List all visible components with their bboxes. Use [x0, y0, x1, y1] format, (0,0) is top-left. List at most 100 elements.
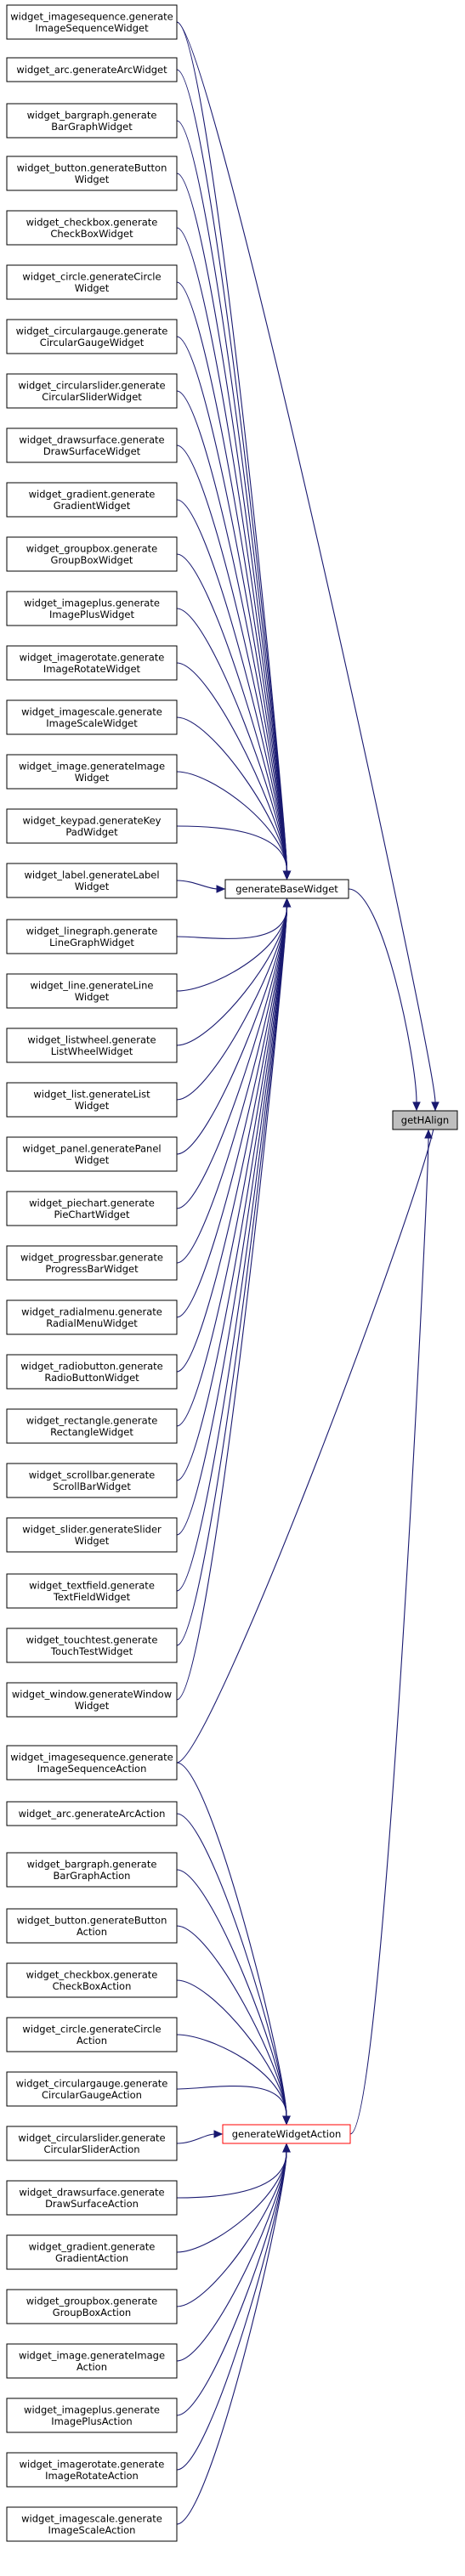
node-w7[interactable]: widget_circularslider.generateCircularSl… — [6, 373, 178, 409]
edge-w15-base — [176, 825, 288, 872]
node-box-n_getHAlign — [392, 1110, 458, 1130]
node-box-w13 — [6, 699, 178, 735]
node-box-a0 — [6, 1745, 178, 1781]
node-label-w4-1: CheckBoxWidget — [50, 228, 133, 240]
node-w12[interactable]: widget_imagerotate.generateImageRotateWi… — [6, 645, 178, 681]
node-label-a14-1: ImageScaleAction — [48, 2524, 136, 2536]
node-label-a12-1: ImagePlusAction — [51, 2415, 132, 2427]
node-label-w29-0: widget_textfield.generate — [29, 1579, 155, 1591]
edge-base-getHAlign — [348, 888, 417, 1103]
edge-w14-base — [176, 771, 288, 872]
node-label-w16-1: Widget — [75, 880, 110, 892]
node-box-a13 — [6, 2452, 178, 2488]
node-w24[interactable]: widget_radialmenu.generateRadialMenuWidg… — [6, 1299, 178, 1335]
edge-a7-action — [176, 2133, 216, 2144]
node-label-a10-1: GroupBoxAction — [53, 2307, 131, 2318]
node-a1[interactable]: widget_arc.generateArcAction — [6, 1801, 178, 1826]
node-a7[interactable]: widget_circularslider.generateCircularSl… — [6, 2126, 178, 2161]
node-box-a1 — [6, 1801, 178, 1826]
node-box-w17 — [6, 919, 178, 954]
node-label-a0-0: widget_imagesequence.generate — [10, 1751, 173, 1763]
node-w13[interactable]: widget_imagescale.generateImageScaleWidg… — [6, 699, 178, 735]
node-w8[interactable]: widget_drawsurface.generateDrawSurfaceWi… — [6, 427, 178, 463]
node-label-a6-0: widget_circulargauge.generate — [16, 2077, 168, 2089]
node-w1[interactable]: widget_arc.generateArcWidget — [6, 57, 178, 82]
edge-w19-base — [176, 906, 288, 1046]
node-label-n_base-0: generateBaseWidget — [235, 883, 338, 895]
node-box-a4 — [6, 1962, 178, 1998]
node-n_action[interactable]: generateWidgetAction — [222, 2124, 351, 2144]
node-box-w10 — [6, 536, 178, 572]
node-label-w5-1: Widget — [75, 282, 110, 294]
node-n_getHAlign[interactable]: getHAlign — [392, 1110, 458, 1130]
node-label-a8-0: widget_drawsurface.generate — [19, 2186, 164, 2198]
node-label-w10-1: GroupBoxWidget — [51, 554, 133, 566]
node-label-w26-1: RectangleWidget — [50, 1426, 133, 1438]
node-label-w21-0: widget_panel.generatePanel — [22, 1142, 161, 1154]
node-label-a7-1: CircularSliderAction — [43, 2143, 139, 2155]
node-w6[interactable]: widget_circulargauge.generateCircularGau… — [6, 319, 178, 354]
edge-a14-action-arrowhead — [282, 2143, 291, 2153]
node-label-a6-1: CircularGaugeAction — [42, 2089, 142, 2101]
edge-a5-action — [176, 2034, 287, 2117]
node-label-w20-0: widget_list.generateList — [33, 1088, 150, 1100]
node-a14[interactable]: widget_imagescale.generateImageScaleActi… — [6, 2506, 178, 2542]
node-a13[interactable]: widget_imagerotate.generateImageRotateAc… — [6, 2452, 178, 2488]
node-w25[interactable]: widget_radiobutton.generateRadioButtonWi… — [6, 1354, 178, 1390]
node-box-w24 — [6, 1299, 178, 1335]
node-label-w16-0: widget_label.generateLabel — [24, 869, 159, 880]
edge-w0-getHAlign — [176, 21, 436, 1103]
node-w23[interactable]: widget_progressbar.generateProgressBarWi… — [6, 1245, 178, 1281]
node-label-a7-0: widget_circularslider.generate — [18, 2132, 165, 2143]
node-box-w27 — [6, 1463, 178, 1498]
node-label-n_action-0: generateWidgetAction — [232, 2128, 342, 2140]
node-label-w10-0: widget_groupbox.generate — [26, 542, 157, 554]
node-a8[interactable]: widget_drawsurface.generateDrawSurfaceAc… — [6, 2180, 178, 2216]
edge-a12-action — [176, 2151, 287, 2416]
edge-a9-action — [176, 2151, 287, 2253]
edge-w13-base — [176, 716, 288, 872]
node-label-w12-0: widget_imagerotate.generate — [20, 651, 165, 663]
node-box-a6 — [6, 2071, 178, 2107]
node-label-w17-1: LineGraphWidget — [49, 937, 134, 948]
node-n_base[interactable]: generateBaseWidget — [224, 879, 349, 899]
node-label-a3-1: Action — [77, 1926, 107, 1938]
node-label-w9-0: widget_gradient.generate — [29, 488, 156, 500]
node-a6[interactable]: widget_circulargauge.generateCircularGau… — [6, 2071, 178, 2107]
node-box-n_action — [222, 2124, 351, 2144]
node-box-w4 — [6, 210, 178, 246]
node-w0[interactable]: widget_imagesequence.generateImageSequen… — [6, 4, 178, 40]
node-a0[interactable]: widget_imagesequence.generateImageSequen… — [6, 1745, 178, 1781]
